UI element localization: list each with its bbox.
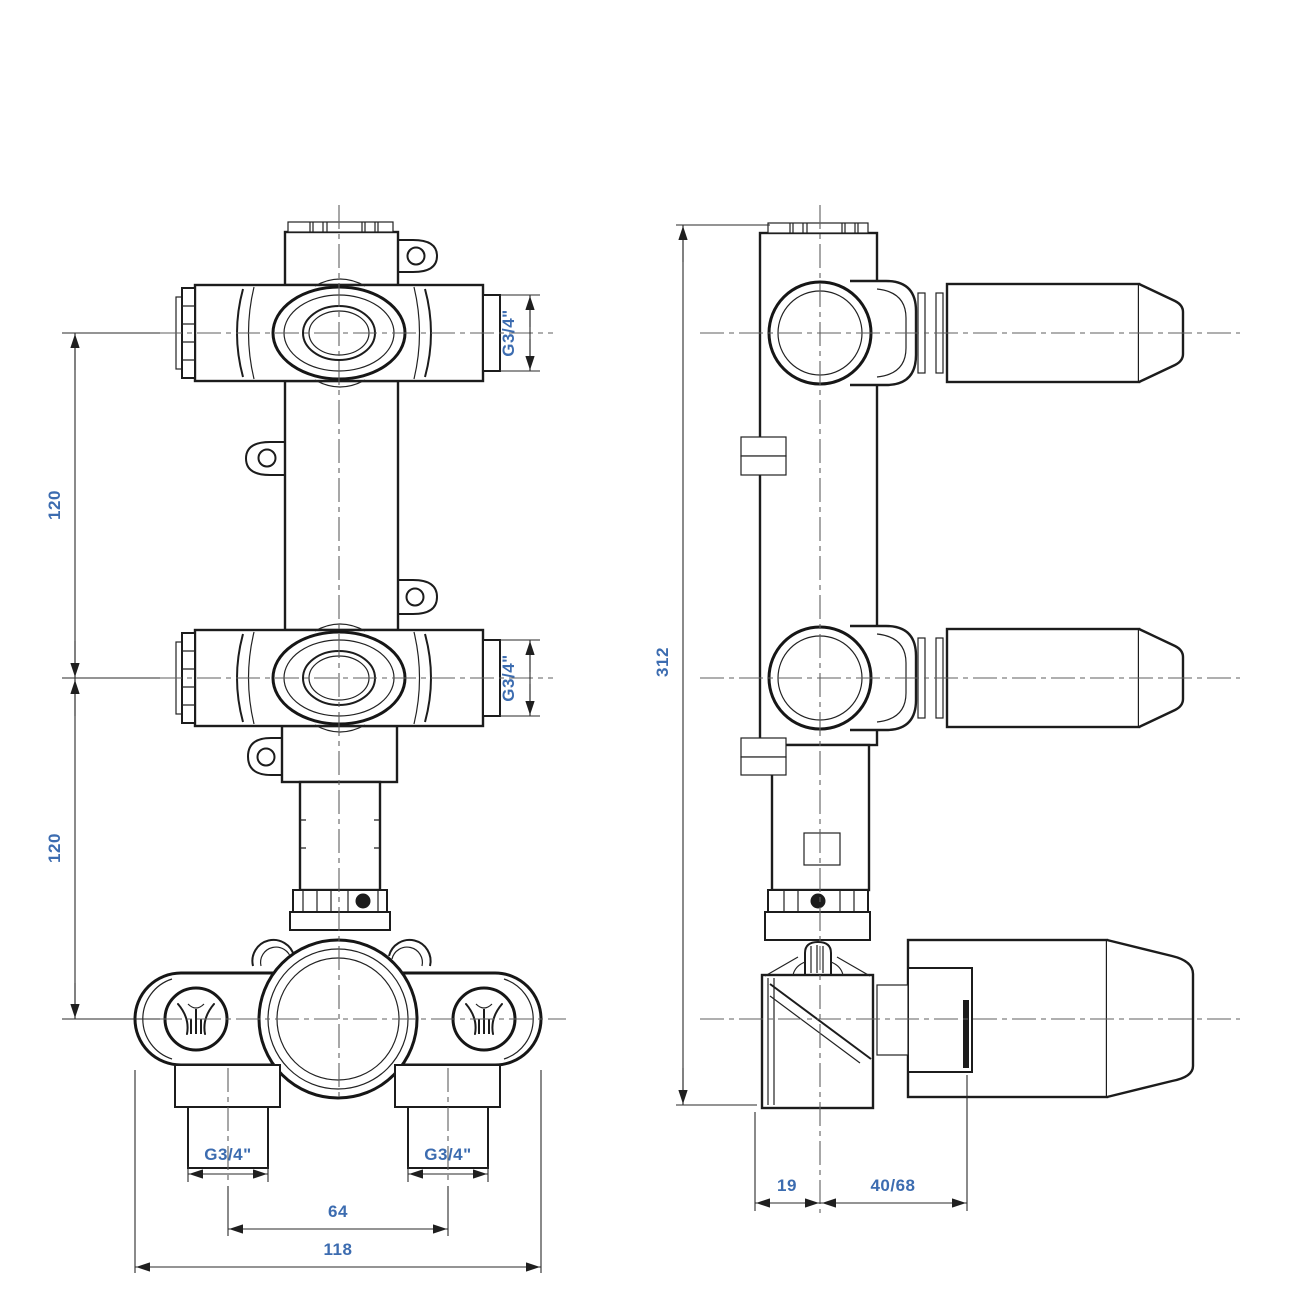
tube-step-marks (300, 819, 380, 849)
saddle-collars-middle (314, 623, 366, 733)
dim-overall-height: 312 (653, 224, 770, 1106)
dim-valve-spacing: 120 120 (45, 332, 160, 1020)
dim-label-outlet-upper: G3/4" (499, 309, 518, 356)
dim-label-inlet-right: G3/4" (424, 1145, 471, 1164)
side-view (740, 222, 1195, 1110)
mounting-tab-top-right (397, 239, 439, 273)
dim-label-depth-range: 40/68 (870, 1176, 915, 1195)
dim-label-inlet-left: G3/4" (204, 1145, 251, 1164)
cartridge-collar-upper (917, 292, 926, 374)
riser-lower-tube (298, 780, 382, 892)
chamfer-line (769, 983, 872, 1060)
set-screw-dot-front (355, 893, 371, 909)
dim-label-valve-spacing-lower: 120 (45, 833, 64, 863)
dim-overall-width: 118 (134, 1070, 542, 1273)
boss-lug-left (251, 938, 295, 967)
dim-label-depth-offset: 19 (777, 1176, 797, 1195)
riser-middle (283, 379, 400, 632)
thermostat-neck-front (289, 911, 391, 931)
dim-inlet-spacing: 64 (227, 1186, 449, 1236)
cartridge-neck (876, 984, 909, 1056)
dim-outlet-upper: G3/4" (499, 294, 540, 372)
boss-lug-right (388, 938, 432, 967)
adjustment-spline (804, 940, 832, 975)
lock-nut-side (767, 889, 869, 913)
thermostat-body-side (760, 973, 875, 1110)
cartridge-collar-middle (917, 637, 926, 719)
dim-outlet-middle: G3/4" (499, 639, 540, 717)
mounting-tab-middle-right (397, 579, 439, 615)
side-clip-lower (740, 737, 787, 776)
dim-depth: 19 40/68 (754, 1075, 968, 1211)
side-clip-upper (740, 436, 787, 476)
thermostat-neck-side (764, 911, 871, 941)
dim-inlet-left: G3/4" (187, 1145, 269, 1182)
side-top-knurl (767, 222, 869, 234)
centerlines (80, 205, 1240, 1213)
dim-label-inlet-spacing: 64 (328, 1202, 348, 1221)
dim-label-overall-height: 312 (653, 647, 672, 677)
riser-top-knurl (287, 221, 394, 233)
dim-inlet-right: G3/4" (407, 1145, 489, 1182)
dim-label-valve-spacing-upper: 120 (45, 490, 64, 520)
dimension-annotations: 120 120 G3/4" G3/4" G3/ (45, 224, 968, 1273)
cartridge-flange (907, 967, 973, 1073)
thermostat-block-side (760, 938, 1195, 1110)
lock-nut-front (292, 889, 388, 913)
side-square-port (803, 832, 841, 866)
front-view (133, 221, 543, 1169)
dim-label-outlet-middle: G3/4" (499, 654, 518, 701)
mounting-tab-upper-left (244, 441, 293, 476)
riser-top (283, 230, 400, 287)
dim-label-overall-width: 118 (324, 1240, 353, 1259)
saddle-collars-upper (314, 278, 366, 388)
set-screw-dot-side (810, 893, 826, 909)
